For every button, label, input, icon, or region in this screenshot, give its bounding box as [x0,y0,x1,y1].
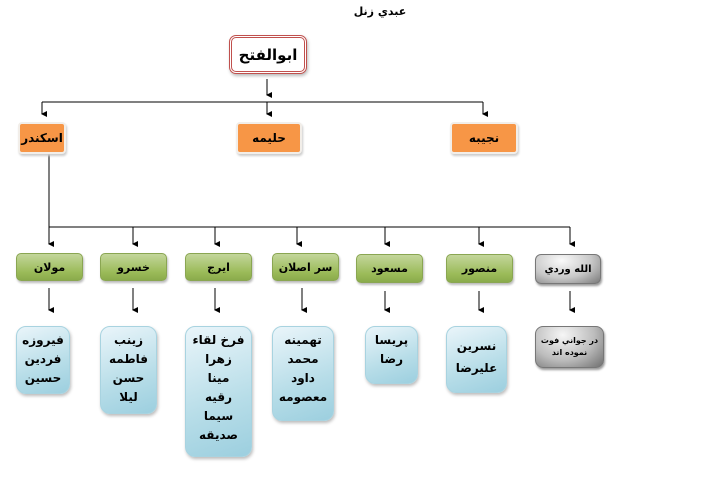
child-node: نجيبه [450,122,518,154]
children-list: زينب فاطمه حسن ليلا [100,326,157,414]
list-item: ليلا [119,390,138,404]
children-list: فيروزه فردين حسين [16,326,70,394]
list-item: مينا [207,371,230,385]
grandchild-node: خسرو [100,253,167,281]
list-item: تهمينه [284,333,322,347]
list-item: سيما [203,409,234,423]
list-item: حسن [112,371,145,385]
list-item: نسرين [456,339,497,353]
note-line: نموده اند [551,348,588,357]
children-list: فرخ لقاء زهرا مينا رقيه سيما صديقه [185,326,252,457]
list-item: فرخ لقاء [192,333,245,347]
list-item: رضا [380,352,404,366]
list-item: پريسا [374,333,409,347]
deceased-note: در جواني فوت نموده اند [535,326,604,368]
diagram-title: عبدي زنل [353,5,407,18]
list-item: معصومه [278,390,328,404]
list-item: رقيه [205,390,232,404]
list-item: فاطمه [109,352,148,366]
child-node: اسکندر [18,122,66,154]
list-item: صديقه [199,428,238,442]
grandchild-node: سر اصلان [272,253,339,281]
root-node: ابوالفتح [229,35,307,74]
grandchild-node: ايرج [185,253,252,281]
list-item: محمد [287,352,319,366]
children-list: تهمينه محمد داود معصومه [272,326,334,421]
grandchild-node: مسعود [356,254,423,283]
list-item: داود [291,371,315,385]
children-list: پريسا رضا [365,326,418,384]
list-item: زهرا [205,352,232,366]
list-item: زينب [114,333,144,347]
list-item: حسين [24,371,62,385]
grandchild-node-deceased: الله وردي [535,254,601,284]
children-list: نسرين عليرضا [446,326,507,393]
note-line: در جواني فوت [540,336,599,345]
list-item: فيروزه [22,333,64,347]
list-item: عليرضا [455,361,498,375]
grandchild-node: مولان [16,253,83,281]
list-item: فردين [24,352,62,366]
grandchild-node: منصور [446,254,513,283]
child-node: حليمه [236,122,302,154]
